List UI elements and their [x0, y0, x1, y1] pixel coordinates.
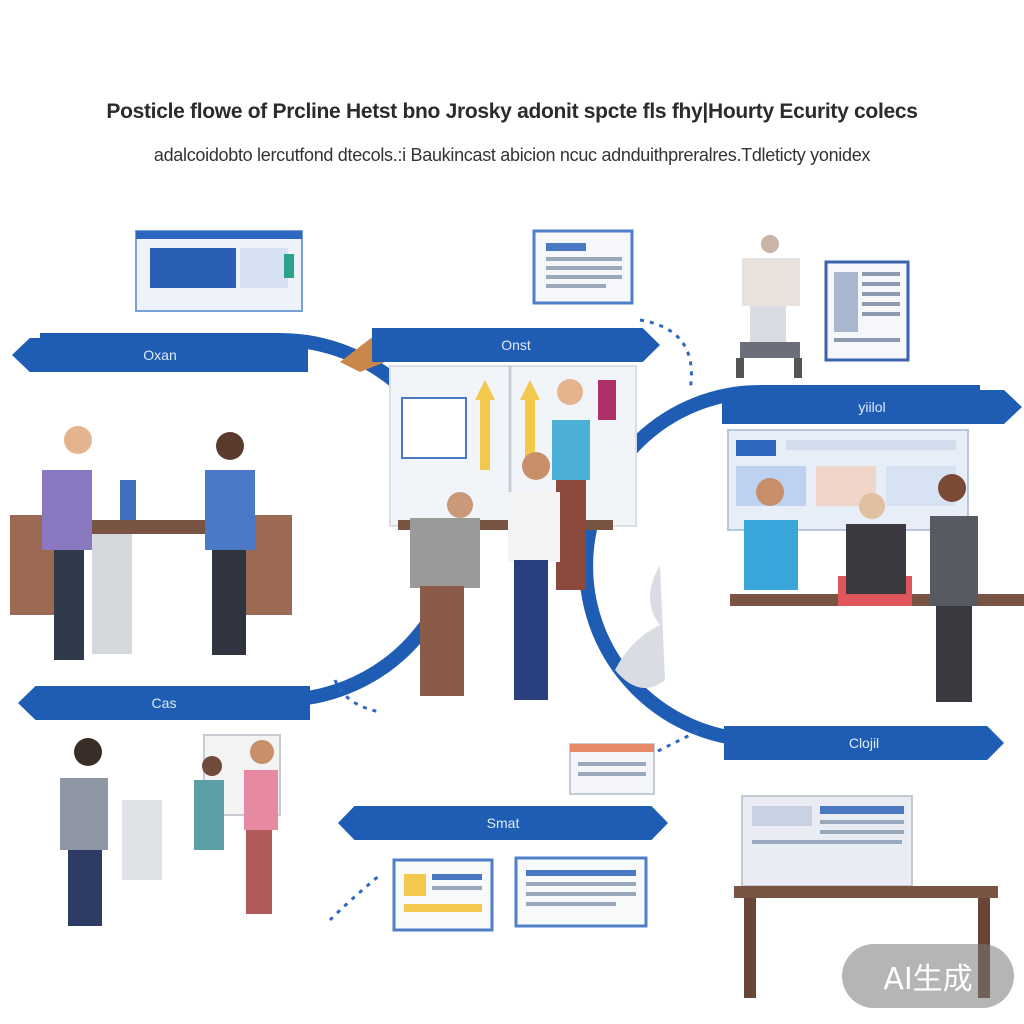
- stage-label-right-mid: yiilol: [858, 399, 886, 415]
- stage-band-top-mid: Onst: [372, 328, 660, 362]
- robot-icon: [736, 235, 802, 378]
- stage-label-bottom-right: Clojil: [848, 735, 880, 751]
- page-title: Posticle flowe of Prcline Hetst bno Jros…: [106, 100, 918, 123]
- stage-band-top-left: Oxan: [12, 338, 308, 372]
- dotted-arrow-icon: [333, 679, 381, 714]
- document-icon: [392, 858, 494, 932]
- dotted-arrow-icon: [328, 873, 381, 922]
- left-team-scene: [10, 426, 292, 660]
- stage-band-bottom-right: Clojil: [724, 726, 1004, 760]
- desk-icon: [734, 795, 998, 998]
- stage-label-bottom-mid: Smat: [486, 815, 520, 831]
- center-team-scene: [389, 365, 637, 700]
- page-subtitle: adalcoidobto lercutfond dtecols.:i Bauki…: [153, 145, 871, 165]
- stage-label-top-left: Oxan: [143, 347, 177, 363]
- document-icon: [532, 229, 634, 305]
- stage-band-right-mid: yiilol: [722, 390, 1022, 424]
- report-icon: [824, 260, 910, 362]
- stage-label-bottom-left: Cas: [151, 695, 177, 711]
- bottom-left-scene: [60, 734, 281, 926]
- stage-band-bottom-left: Cas: [18, 686, 310, 720]
- small-window-icon: [569, 743, 655, 795]
- document-icon: [514, 856, 648, 928]
- dotted-arrow-icon: [639, 728, 701, 762]
- dotted-arrow-icon: [639, 318, 693, 391]
- monitor-icon: [135, 230, 303, 312]
- stage-label-top-mid: Onst: [501, 337, 531, 353]
- stage-band-bottom-mid: Smat: [338, 806, 668, 840]
- watermark-badge: AI生成: [842, 944, 1014, 1008]
- right-team-scene: [727, 429, 1024, 702]
- chair-icon: [615, 565, 665, 688]
